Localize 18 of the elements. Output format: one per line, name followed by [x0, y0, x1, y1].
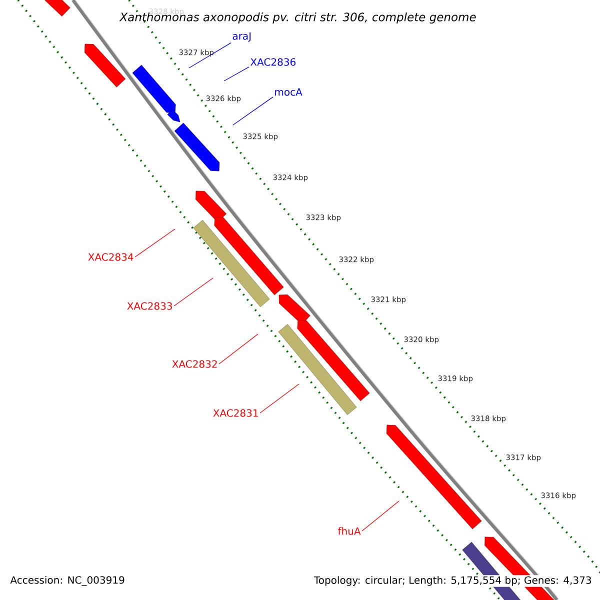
leader-line [174, 278, 214, 306]
gene-label: XAC2836 [250, 58, 296, 66]
gene-label: mocA [275, 88, 302, 96]
footer-text: Topology: circular; Length: 5,175,554 bp; Genes: 4,373 [312, 575, 593, 587]
gene-label: XAC2833 [127, 302, 172, 310]
leader-line [188, 42, 232, 68]
leader-line [134, 228, 176, 258]
leader-line [260, 384, 300, 414]
gene-label: fhuA [338, 527, 361, 535]
leader-line [362, 500, 400, 532]
leader-line [224, 66, 250, 82]
gene-label: XAC2832 [172, 360, 217, 368]
gene-label: XAC2831 [213, 409, 258, 417]
leader-line [218, 334, 258, 364]
leader-line [232, 96, 274, 126]
footer-text: Accession: NC_003919 [9, 575, 126, 587]
gene-label: XAC2834 [88, 253, 134, 261]
gene-label: araJ [232, 32, 251, 42]
